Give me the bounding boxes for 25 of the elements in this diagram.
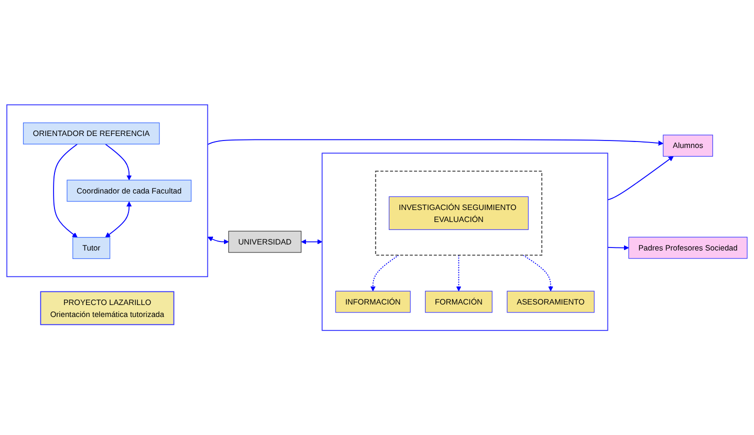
cluster bbox=[375, 170, 542, 256]
cluster bbox=[6, 104, 208, 277]
arrow bbox=[370, 254, 400, 292]
node-box bbox=[506, 290, 595, 313]
node-box bbox=[335, 290, 411, 313]
node-box bbox=[66, 180, 192, 202]
node-box bbox=[662, 134, 714, 156]
node-box bbox=[40, 291, 174, 325]
node-box bbox=[388, 196, 529, 230]
arrow bbox=[208, 236, 229, 244]
arrow bbox=[456, 254, 462, 292]
arrow bbox=[104, 144, 132, 180]
node-box bbox=[23, 122, 160, 144]
arrow bbox=[301, 239, 322, 244]
arrow bbox=[105, 201, 132, 238]
arrow bbox=[53, 144, 78, 238]
arrow bbox=[607, 245, 629, 250]
node-box bbox=[72, 236, 110, 259]
node-box bbox=[628, 236, 748, 259]
node-box bbox=[228, 230, 302, 253]
arrow bbox=[522, 254, 554, 292]
node-box bbox=[424, 290, 492, 313]
arrow bbox=[207, 139, 664, 146]
arrow bbox=[607, 156, 674, 200]
cluster bbox=[322, 152, 608, 331]
